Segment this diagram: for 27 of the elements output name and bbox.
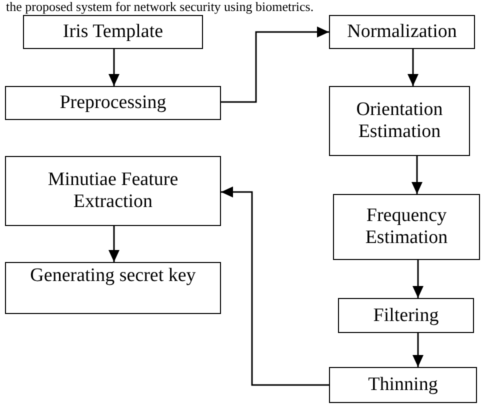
connector-arrow xyxy=(412,333,424,367)
connector-arrow xyxy=(412,156,422,194)
step-text: Iris Template xyxy=(62,21,164,43)
connector-arrow xyxy=(108,226,120,262)
connector-arrow xyxy=(221,26,329,103)
process-box xyxy=(329,15,475,49)
connector-arrow xyxy=(108,49,120,86)
process-box xyxy=(329,367,477,403)
process-box xyxy=(329,86,470,156)
caption-text: the proposed system for network security using biometrics. xyxy=(6,0,314,14)
connector-arrow xyxy=(412,260,424,298)
step-text: Normalization xyxy=(347,21,457,43)
process-box xyxy=(23,15,203,49)
step-text: Filtering xyxy=(373,304,439,326)
connector-arrow xyxy=(221,186,329,386)
process-box xyxy=(5,262,221,314)
step-text: Frequency Estimation xyxy=(364,205,449,249)
process-box xyxy=(333,194,480,260)
step-text: Orientation Estimation xyxy=(355,99,444,143)
process-box xyxy=(5,156,221,226)
process-box xyxy=(338,298,474,333)
step-text: Thinning xyxy=(368,374,438,396)
step-text: Generating secret key xyxy=(30,265,196,287)
connector-arrow xyxy=(408,49,418,86)
step-text: Preprocessing xyxy=(60,92,166,114)
process-box xyxy=(5,86,221,120)
step-text: Minutiae Feature Extraction xyxy=(46,169,180,213)
